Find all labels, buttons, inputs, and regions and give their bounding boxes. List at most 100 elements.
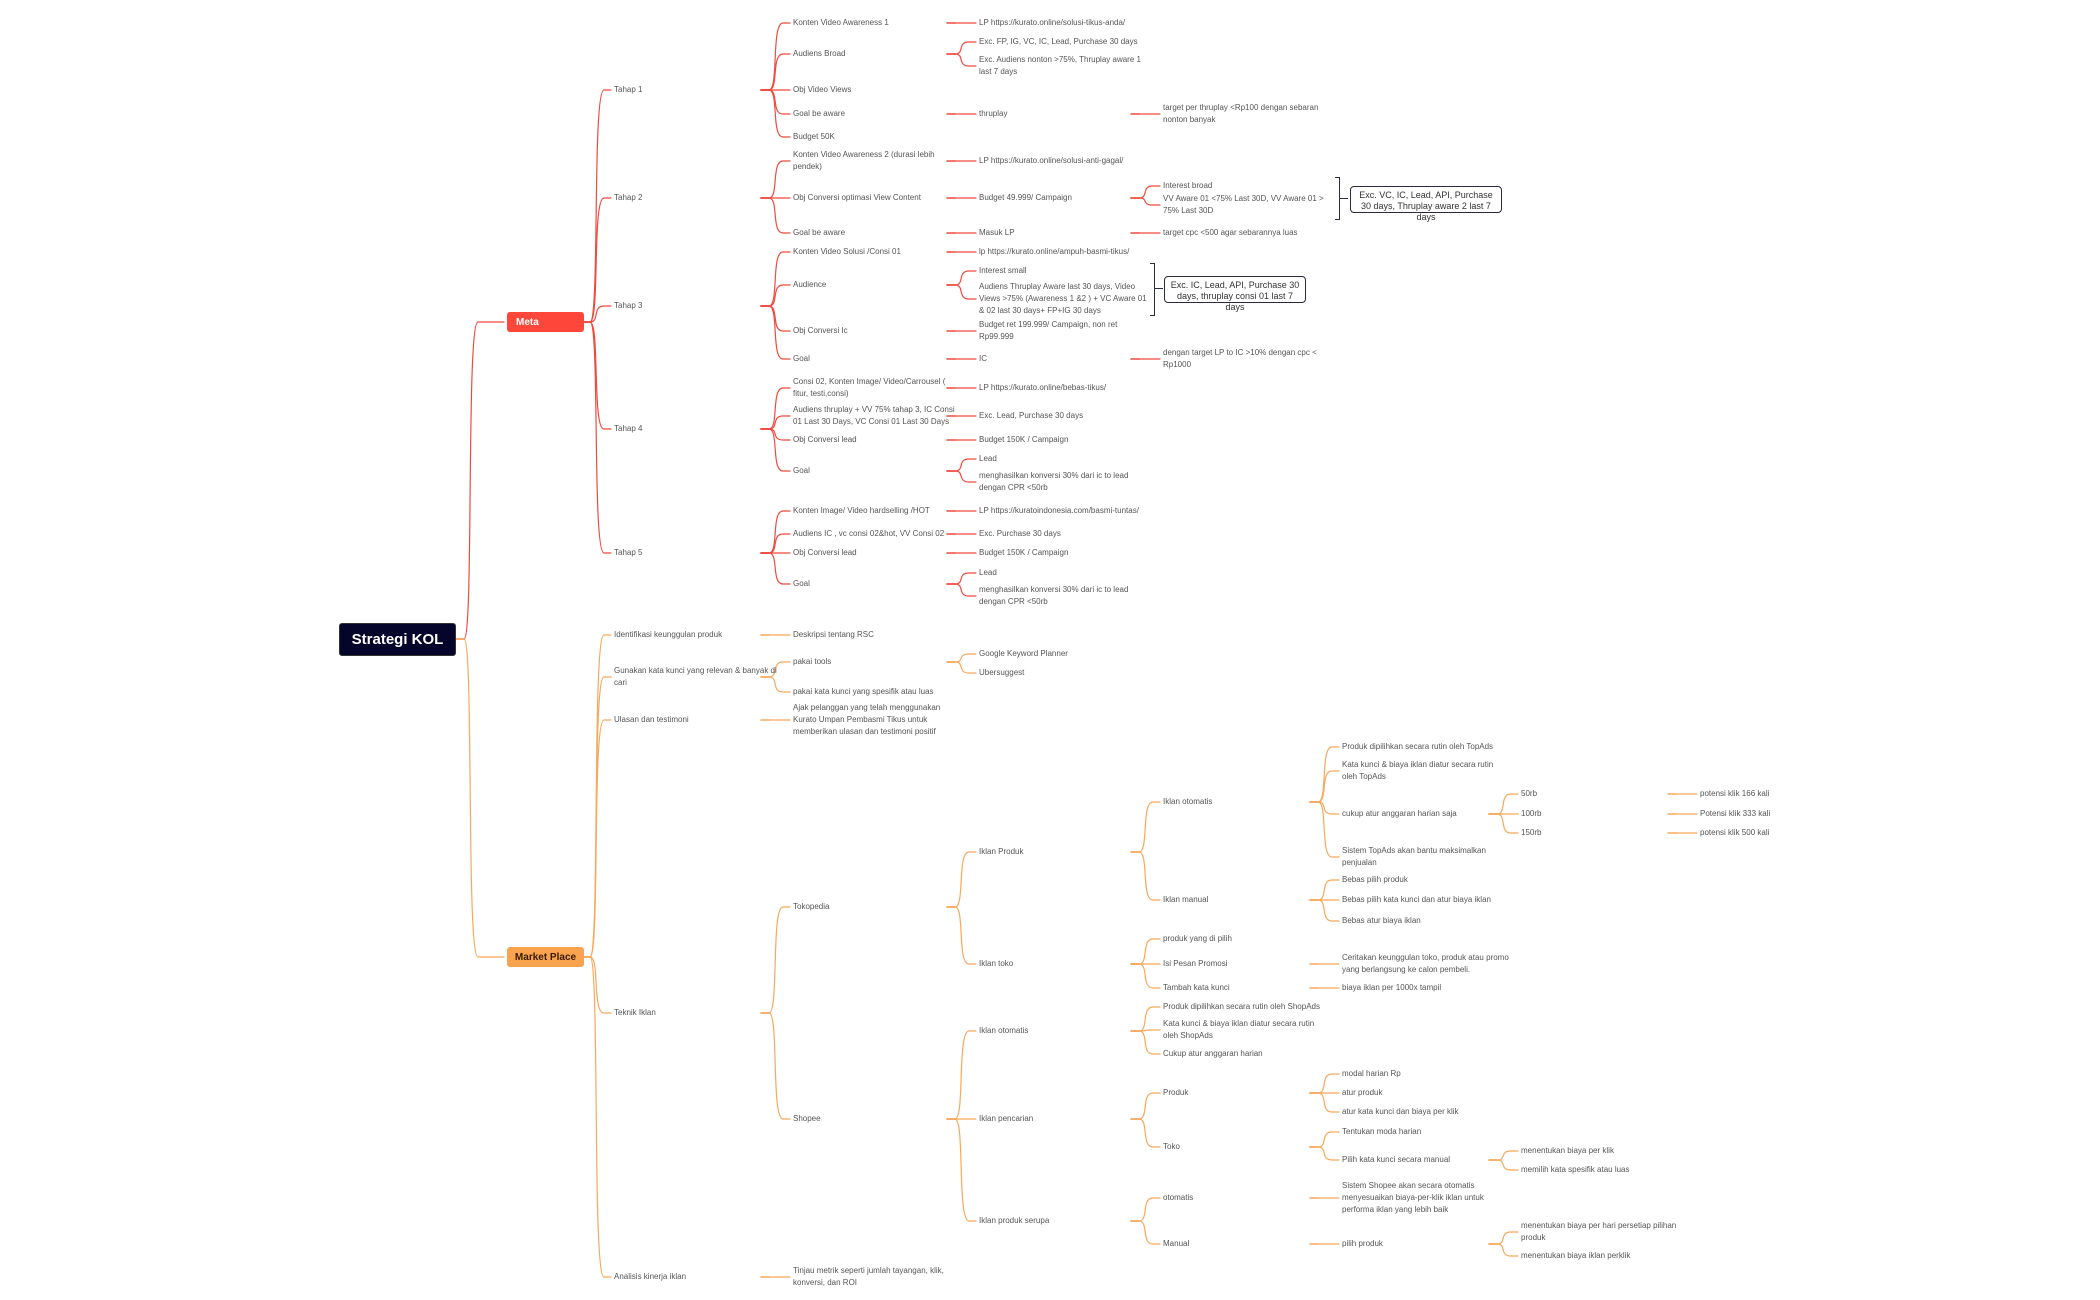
mindmap-node[interactable]: Konten Video Awareness 2 (durasi lebih p… [793, 150, 935, 171]
mindmap-node[interactable]: Budget 50K [793, 132, 835, 141]
mindmap-node[interactable]: Produk dipilihkan secara rutin oleh TopA… [1342, 742, 1494, 751]
mindmap-node[interactable]: Audience [793, 280, 827, 289]
mindmap-node[interactable]: Ajak pelanggan yang telah menggunakan Ku… [793, 703, 941, 736]
mindmap-node[interactable]: pakai kata kunci yang spesifik atau luas [793, 687, 934, 696]
mindmap-node[interactable]: Interest small [979, 266, 1027, 275]
mindmap-node[interactable]: Exc. FP, IG, VC, IC, Lead, Purchase 30 d… [979, 37, 1138, 46]
mindmap-node[interactable]: 50rb [1521, 789, 1538, 798]
mindmap-node[interactable]: 150rb [1521, 828, 1542, 837]
mindmap-node[interactable]: Exc. Purchase 30 days [979, 529, 1061, 538]
mindmap-node[interactable]: Analisis kinerja iklan [614, 1272, 687, 1281]
mindmap-node[interactable]: Shopee [793, 1114, 821, 1123]
mindmap-node[interactable]: Obj Video Views [793, 85, 852, 94]
mindmap-node[interactable]: menentukan biaya per hari persetiap pili… [1521, 1221, 1677, 1242]
mindmap-node[interactable]: Goal be aware [793, 109, 846, 118]
mindmap-node[interactable]: Audiens Broad [793, 49, 846, 58]
mindmap-node[interactable]: Iklan Produk [979, 847, 1024, 856]
mindmap-node[interactable]: Sistem Shopee akan secara otomatis menye… [1342, 1181, 1484, 1214]
mindmap-node[interactable]: Tahap 3 [614, 301, 643, 310]
mindmap-node[interactable]: Manual [1163, 1239, 1190, 1248]
mindmap-node[interactable]: Exc. Lead, Purchase 30 days [979, 411, 1084, 420]
mindmap-node[interactable]: Cukup atur anggaran harian [1163, 1049, 1263, 1058]
mindmap-node[interactable]: Budget ret 199.999/ Campaign, non ret Rp… [979, 320, 1118, 341]
mindmap-node[interactable]: Bebas atur biaya iklan [1342, 916, 1421, 925]
mindmap-node[interactable]: Isi Pesan Promosi [1163, 959, 1228, 968]
mindmap-node[interactable]: Ulasan dan testimoni [614, 715, 689, 724]
mindmap-node[interactable]: thruplay [979, 109, 1008, 118]
mindmap-node[interactable]: Audiens Thruplay Aware last 30 days, Vid… [979, 282, 1147, 315]
mindmap-node[interactable]: cukup atur anggaran harian saja [1342, 809, 1457, 818]
mindmap-node[interactable]: target per thruplay <Rp100 dengan sebara… [1163, 103, 1319, 124]
mindmap-node[interactable]: Pilih kata kunci secara manual [1342, 1155, 1451, 1164]
mindmap-node[interactable]: LP https://kurato.online/bebas-tikus/ [979, 383, 1107, 392]
mindmap-node[interactable]: IC [979, 354, 987, 363]
branch-node-meta[interactable]: Meta [507, 312, 584, 332]
mindmap-node[interactable]: Tambah kata kunci [1163, 983, 1230, 992]
mindmap-node[interactable]: otomatis [1163, 1193, 1194, 1202]
mindmap-node[interactable]: Bebas pilih kata kunci dan atur biaya ik… [1342, 895, 1491, 904]
mindmap-node[interactable]: dengan target LP to IC >10% dengan cpc <… [1163, 348, 1317, 369]
mindmap-node[interactable]: menghasilkan konversi 30% dari ic to lea… [979, 471, 1129, 492]
mindmap-node[interactable]: Potensi klik 333 kali [1700, 809, 1771, 818]
mindmap-node[interactable]: Obj Conversi optimasi View Content [793, 193, 921, 202]
mindmap-node[interactable]: lp https://kurato.online/ampuh-basmi-tik… [979, 247, 1130, 256]
mindmap-node[interactable]: Teknik Iklan [614, 1008, 656, 1017]
mindmap-node[interactable]: atur kata kunci dan biaya per klik [1342, 1107, 1459, 1116]
mindmap-node[interactable]: Deskripsi tentang RSC [793, 630, 874, 639]
mindmap-node[interactable]: Kata kunci & biaya iklan diatur secara r… [1163, 1019, 1315, 1040]
mindmap-node[interactable]: Konten Video Solusi /Consi 01 [793, 247, 901, 256]
mindmap-node[interactable]: Iklan otomatis [979, 1026, 1029, 1035]
mindmap-node[interactable]: Identifikasi keunggulan produk [614, 630, 723, 639]
mindmap-node[interactable]: Tahap 5 [614, 548, 643, 557]
mindmap-node[interactable]: Exc. Audiens nonton >75%, Thruplay aware… [979, 55, 1141, 76]
mindmap-node[interactable]: potensi klik 166 kali [1700, 789, 1770, 798]
mindmap-node[interactable]: LP https://kurato.online/solusi-anti-gag… [979, 156, 1124, 165]
mindmap-node[interactable]: Iklan produk serupa [979, 1216, 1050, 1225]
mindmap-node[interactable]: VV Aware 01 <75% Last 30D, VV Aware 01 >… [1163, 194, 1324, 215]
mindmap-node[interactable]: Obj Conversi lead [793, 435, 857, 444]
mindmap-node[interactable]: atur produk [1342, 1088, 1383, 1097]
mindmap-node[interactable]: potensi klik 500 kali [1700, 828, 1770, 837]
mindmap-node[interactable]: produk yang di pilih [1163, 934, 1232, 943]
mindmap-node[interactable]: Tahap 1 [614, 85, 643, 94]
mindmap-node[interactable]: Kata kunci & biaya iklan diatur secara r… [1342, 760, 1494, 781]
mindmap-node[interactable]: Bebas pilih produk [1342, 875, 1408, 884]
mindmap-node[interactable]: Lead [979, 454, 997, 463]
mindmap-node[interactable]: Goal [793, 579, 810, 588]
mindmap-node[interactable]: Lead [979, 568, 997, 577]
mindmap-node[interactable]: memilih kata spesifik atau luas [1521, 1165, 1630, 1174]
mindmap-node[interactable]: Iklan toko [979, 959, 1014, 968]
mindmap-node[interactable]: Ceritakan keunggulan toko, produk atau p… [1342, 953, 1509, 974]
mindmap-node[interactable]: Audiens thruplay + VV 75% tahap 3, IC Co… [793, 405, 955, 426]
mindmap-node[interactable]: Budget 49.999/ Campaign [979, 193, 1072, 202]
mindmap-node[interactable]: Tentukan moda harian [1342, 1127, 1422, 1136]
mindmap-node[interactable]: Goal [793, 466, 810, 475]
branch-node-market-place[interactable]: Market Place [507, 947, 584, 967]
mindmap-node[interactable]: Tokopedia [793, 902, 830, 911]
mindmap-node[interactable]: Iklan manual [1163, 895, 1209, 904]
mindmap-node[interactable]: Masuk LP [979, 228, 1015, 237]
mindmap-node[interactable]: Obj Conversi lead [793, 548, 857, 557]
mindmap-node[interactable]: Obj Conversi Ic [793, 326, 848, 335]
mindmap-node[interactable]: Toko [1163, 1142, 1180, 1151]
mindmap-node[interactable]: LP https://kurato.online/solusi-tikus-an… [979, 18, 1126, 27]
mindmap-node[interactable]: pakai tools [793, 657, 832, 666]
mindmap-node[interactable]: Audiens IC , vc consi 02&hot, VV Consi 0… [793, 529, 945, 538]
mindmap-node[interactable]: Interest broad [1163, 181, 1213, 190]
mindmap-node[interactable]: modal harian Rp [1342, 1069, 1401, 1078]
mindmap-node[interactable]: Konten Image/ Video hardselling /HOT [793, 506, 930, 515]
mindmap-node[interactable]: Tinjau metrik seperti jumlah tayangan, k… [793, 1266, 944, 1287]
mindmap-node[interactable]: 100rb [1521, 809, 1542, 818]
mindmap-node[interactable]: Iklan otomatis [1163, 797, 1213, 806]
mindmap-node[interactable]: menentukan biaya per klik [1521, 1146, 1614, 1155]
mindmap-node[interactable]: Produk dipilihkan secara rutin oleh Shop… [1163, 1002, 1320, 1011]
mindmap-node[interactable]: Sistem TopAds akan bantu maksimalkan pen… [1342, 846, 1486, 867]
root-node[interactable]: Strategi KOL [339, 623, 456, 656]
mindmap-node[interactable]: Goal [793, 354, 810, 363]
mindmap-node[interactable]: biaya iklan per 1000x tampil [1342, 983, 1442, 992]
mindmap-node[interactable]: Iklan pencarian [979, 1114, 1034, 1123]
mindmap-node[interactable]: LP https://kuratoindonesia.com/basmi-tun… [979, 506, 1139, 515]
summary-callout-tahap2[interactable]: Exc. VC, IC, Lead, API, Purchase 30 days… [1350, 186, 1502, 222]
mindmap-node[interactable]: Consi 02, Konten Image/ Video/Carrousel … [793, 377, 946, 398]
mindmap-node[interactable]: Produk [1163, 1088, 1189, 1097]
